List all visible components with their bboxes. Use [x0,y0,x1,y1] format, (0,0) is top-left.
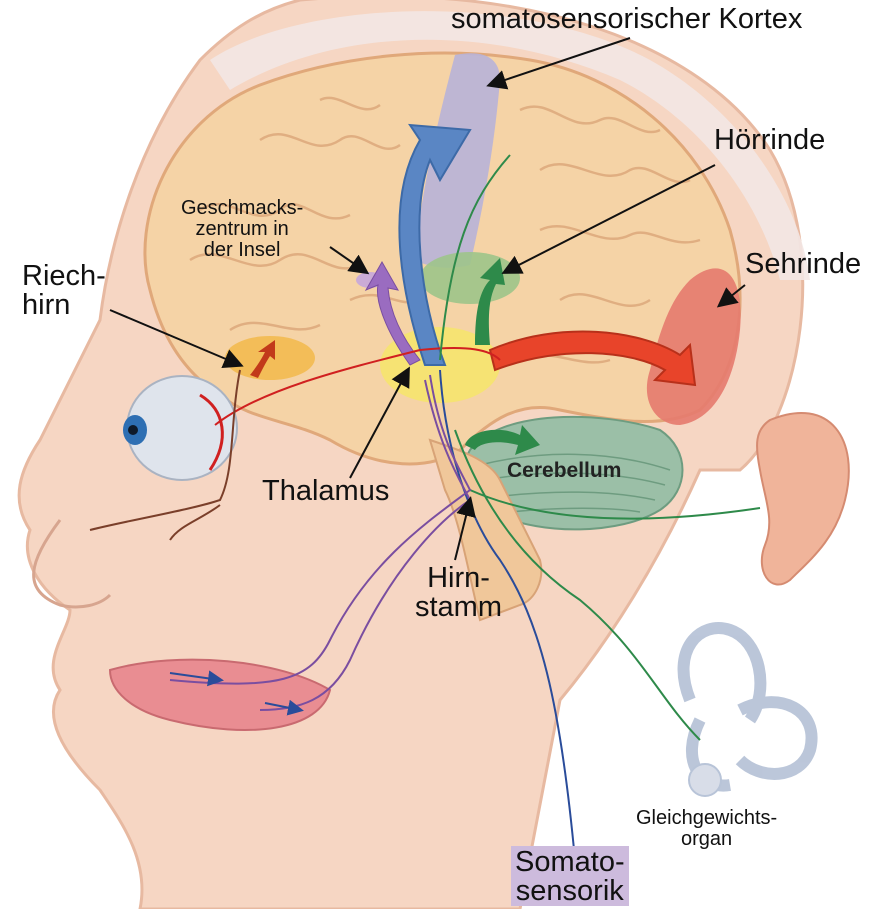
arrow-taste [364,260,421,366]
pointer-auditory [501,164,716,274]
brainstem-shape [428,438,543,622]
brain-gyri [189,96,701,364]
arrow-cerebellum [465,425,540,455]
arrow-olfactory [250,340,275,378]
nerve-pathways [89,154,761,861]
somatosensory-region [415,53,500,268]
label-brainstem: Hirn- stamm [415,562,502,623]
eye-illustration [123,375,238,481]
pointer-taste [329,246,370,275]
cerebellum-folia [479,453,671,513]
pointer-somatosensory [486,37,631,90]
auditory-region [420,252,520,304]
pointer-brainstem [454,496,476,561]
label-taste-center: Geschmacks- zentrum in der Insel [181,197,304,261]
label-olfactory: Riech- hirn [22,260,106,321]
olfactory-region [225,336,315,380]
label-vestibular: Gleichgewichts- organ [636,807,778,850]
nose [32,519,112,609]
pointer-visual [716,284,746,308]
vestibular-ball [688,763,722,797]
visual-region [646,268,741,425]
arrow-visual [488,330,697,387]
label-thalamus: Thalamus [262,475,390,507]
label-visual-cortex: Sehrinde [745,248,862,280]
ear-illustration [756,412,850,586]
label-cerebellum: Cerebellum [507,459,622,482]
tongue [108,658,332,731]
arrow-auditory [475,258,505,345]
label-pointers [109,37,746,561]
scalp-shade [210,11,810,280]
pointer-olfactory [109,309,244,368]
vestibular-organ [677,622,818,792]
label-somatosensory: Somato- sensorik [511,846,629,906]
label-auditory-cortex: Hörrinde [714,124,826,156]
arrow-somatosensory [398,123,472,366]
label-somatosensory-cortex: somatosensorischer Kortex [451,3,803,35]
pointer-thalamus [349,366,410,479]
